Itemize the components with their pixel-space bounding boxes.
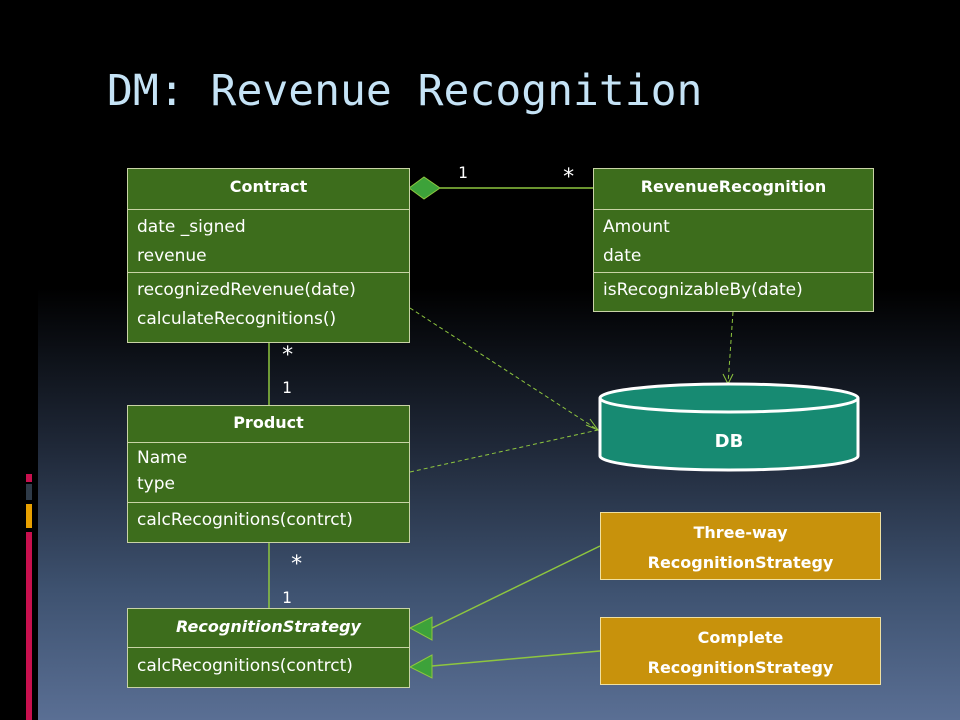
decor-bar-red: [26, 474, 32, 482]
operation-is-recognizable-by: isRecognizableBy(date): [603, 280, 803, 300]
decor-bar-dark: [26, 484, 32, 500]
class-product[interactable]: Product Name type calcRecognitions(contr…: [127, 405, 410, 543]
class-revenue-recognition-attributes: Amount date: [594, 210, 873, 273]
generalization-complete: [431, 650, 601, 667]
operation-calculate-recognitions: calculateRecognitions(): [137, 309, 337, 329]
slide-background: [38, 0, 960, 720]
db-cylinder: [598, 382, 860, 472]
page-title: DM: Revenue Recognition: [107, 66, 703, 116]
class-contract-name: Contract: [128, 169, 409, 210]
multiplicity-product-strategy-one: 1: [282, 588, 292, 607]
generalization-three-way-arrowhead: [408, 616, 433, 641]
attribute-type: type: [137, 474, 175, 494]
attribute-name: Name: [137, 448, 188, 468]
class-three-way-strategy[interactable]: Three-way RecognitionStrategy: [600, 512, 881, 580]
class-recognition-strategy-name: RecognitionStrategy: [128, 609, 409, 648]
class-complete-strategy[interactable]: Complete RecognitionStrategy: [600, 617, 881, 685]
decor-bar-red-long: [26, 532, 32, 720]
generalization-three-way: [431, 545, 601, 629]
multiplicity-contract-rr-many: *: [562, 165, 576, 190]
class-contract-attributes: date _signed revenue: [128, 210, 409, 273]
complete-strategy-line-1: Complete: [697, 628, 784, 647]
class-product-attributes: Name type: [128, 443, 409, 503]
three-way-strategy-line-2: RecognitionStrategy: [647, 553, 834, 572]
aggregation-diamond: [408, 176, 441, 200]
dependency-contract-db: [409, 307, 599, 431]
operation-strategy-calc-recognitions: calcRecognitions(contrct): [137, 656, 353, 676]
class-contract[interactable]: Contract date _signed revenue recognized…: [127, 168, 410, 343]
multiplicity-product-strategy-many: *: [290, 552, 304, 577]
multiplicity-contract-product-one: 1: [282, 378, 292, 397]
class-recognition-strategy-operations: calcRecognitions(contrct): [128, 648, 409, 681]
class-product-operations: calcRecognitions(contrct): [128, 503, 409, 535]
attribute-date-signed: date _signed: [137, 217, 246, 237]
attribute-date: date: [603, 246, 642, 266]
attribute-amount: Amount: [603, 217, 670, 237]
multiplicity-contract-rr-one: 1: [458, 163, 468, 182]
generalization-complete-arrowhead: [408, 654, 433, 679]
decor-bar-gold: [26, 504, 32, 528]
class-revenue-recognition-name: RevenueRecognition: [594, 169, 873, 210]
dependency-revenue-recognition-db: [727, 311, 734, 385]
three-way-strategy-line-1: Three-way: [693, 523, 788, 542]
multiplicity-contract-product-many: *: [281, 343, 295, 368]
operation-recognized-revenue: recognizedRevenue(date): [137, 280, 356, 300]
class-revenue-recognition-operations: isRecognizableBy(date): [594, 273, 873, 305]
operation-calc-recognitions: calcRecognitions(contrct): [137, 510, 353, 530]
class-product-name: Product: [128, 406, 409, 443]
class-recognition-strategy[interactable]: RecognitionStrategy calcRecognitions(con…: [127, 608, 410, 688]
complete-strategy-line-2: RecognitionStrategy: [647, 658, 834, 677]
dependency-contract-db-arrowhead: [585, 418, 600, 432]
db-label: DB: [714, 431, 744, 452]
attribute-revenue: revenue: [137, 246, 207, 266]
class-revenue-recognition[interactable]: RevenueRecognition Amount date isRecogni…: [593, 168, 874, 312]
class-contract-operations: recognizedRevenue(date) calculateRecogni…: [128, 273, 409, 334]
dependency-product-db: [409, 429, 599, 473]
